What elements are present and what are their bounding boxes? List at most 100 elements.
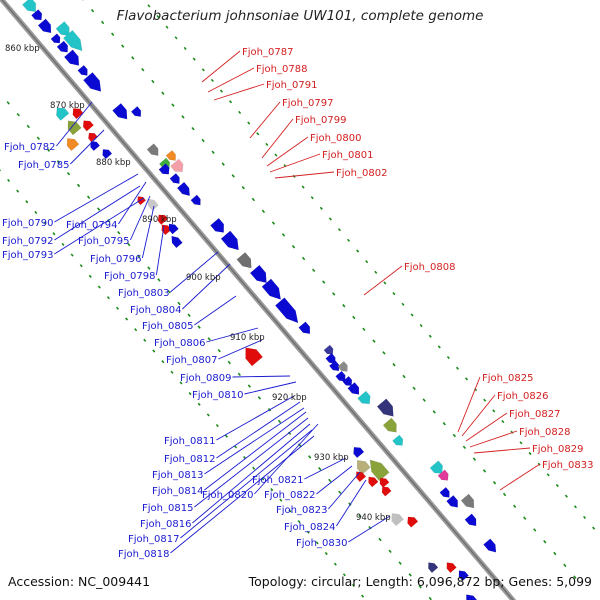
gene-forward: [83, 72, 102, 92]
map-title: Flavobacterium johnsoniae UW101, complet…: [116, 8, 484, 24]
gene-label-left: Fjoh_0798: [104, 271, 155, 282]
leader-line: [218, 339, 263, 360]
scale-label: 940 kbp: [356, 513, 391, 523]
leader-line: [465, 412, 508, 442]
gene-forward: [64, 49, 80, 66]
gene-reverse: [245, 347, 263, 367]
gene-forward: [220, 230, 239, 251]
scale-label: 880 kbp: [96, 158, 131, 168]
tick-mark: [338, 490, 342, 495]
tick-mark: [137, 254, 141, 259]
tick-mark: [553, 551, 557, 556]
tick-mark: [418, 584, 422, 589]
leader-line: [54, 173, 139, 223]
tick-mark: [333, 562, 337, 566]
tick-mark: [207, 337, 211, 341]
leader-line: [316, 465, 353, 495]
gene-forward: [22, 0, 36, 12]
gene-label-left: Fjoh_0794: [66, 220, 117, 231]
leader-line: [182, 263, 231, 310]
gene-reverse: [157, 214, 169, 225]
tick-mark: [52, 232, 56, 236]
tick-mark: [546, 473, 550, 477]
tick-mark: [201, 138, 205, 143]
gene-reverse: [88, 132, 98, 143]
tick-mark: [297, 443, 302, 447]
tick-mark: [34, 210, 38, 215]
tick-mark: [161, 360, 165, 364]
gene-reverse: [66, 138, 80, 152]
gene-reverse: [168, 223, 179, 235]
gene-forward: [55, 21, 70, 36]
tick-mark: [197, 325, 201, 329]
tick-mark: [221, 162, 225, 166]
tick-mark: [374, 270, 378, 274]
tick-mark: [256, 132, 260, 136]
tick-mark: [107, 219, 111, 223]
gene-label-left: Fjoh_0805: [142, 321, 193, 332]
tick-mark: [442, 421, 446, 426]
gene-label-left: Fjoh_0810: [192, 390, 243, 401]
scale-label: 870 kbp: [50, 101, 85, 111]
gene-label-right: Fjoh_0828: [519, 427, 570, 438]
tick-mark: [482, 469, 487, 473]
gene-label-right: Fjoh_0808: [404, 262, 455, 273]
tick-mark: [519, 441, 523, 445]
leader-line: [141, 205, 155, 259]
tick-mark: [312, 268, 316, 273]
tick-mark: [392, 362, 396, 367]
tick-mark: [171, 103, 175, 107]
tick-mark: [165, 25, 169, 29]
leader-line: [473, 447, 531, 454]
feature-layer: [22, 0, 497, 600]
tick-mark: [0, 168, 2, 172]
tick-mark: [7, 178, 11, 183]
gene-label-left: Fjoh_0792: [2, 236, 53, 247]
tick-mark: [90, 8, 95, 13]
tick-mark: [106, 296, 110, 300]
gene-reverse: [171, 235, 183, 249]
tick-mark: [462, 445, 467, 450]
tick-mark: [510, 430, 514, 434]
tick-mark: [227, 360, 231, 365]
gene-forward: [249, 264, 267, 284]
gene-reverse: [368, 476, 379, 488]
leader-line: [118, 181, 147, 225]
leader-line: [348, 515, 391, 543]
tick-mark: [328, 478, 332, 483]
leader-line: [54, 197, 145, 255]
gene-forward: [165, 150, 176, 161]
tick-mark: [583, 515, 587, 520]
tick-mark: [97, 285, 101, 289]
gene-forward: [176, 181, 190, 197]
tick-mark: [252, 466, 256, 470]
gene-reverse: [356, 460, 371, 475]
gene-forward: [275, 297, 299, 324]
gene-label-right: Fjoh_0800: [310, 133, 361, 144]
tick-mark: [437, 345, 441, 349]
gene-forward: [337, 361, 348, 372]
tick-mark: [332, 292, 336, 296]
scale-label: 900 kbp: [186, 273, 221, 283]
accession-text: Accession: NC_009441: [8, 574, 151, 589]
gene-label-left: Fjoh_0796: [90, 254, 141, 265]
tick-mark: [465, 377, 469, 381]
gene-label-left: Fjoh_0809: [180, 373, 231, 384]
gene-forward: [37, 18, 52, 34]
tick-mark: [241, 185, 245, 190]
tick-mark: [432, 410, 436, 414]
tick-mark: [492, 480, 497, 485]
tick-mark: [157, 278, 161, 282]
tick-mark: [80, 0, 85, 1]
tick-mark: [143, 338, 147, 342]
gene-forward: [50, 33, 61, 44]
tick-mark: [401, 302, 405, 306]
gene-reverse: [353, 447, 365, 459]
tick-mark: [402, 374, 406, 379]
gene-label-left: Fjoh_0806: [154, 338, 205, 349]
tick-mark: [388, 549, 392, 554]
tick-mark: [347, 238, 351, 242]
gene-forward: [483, 538, 497, 553]
tick-mark: [564, 494, 568, 498]
leader-line: [363, 265, 403, 296]
